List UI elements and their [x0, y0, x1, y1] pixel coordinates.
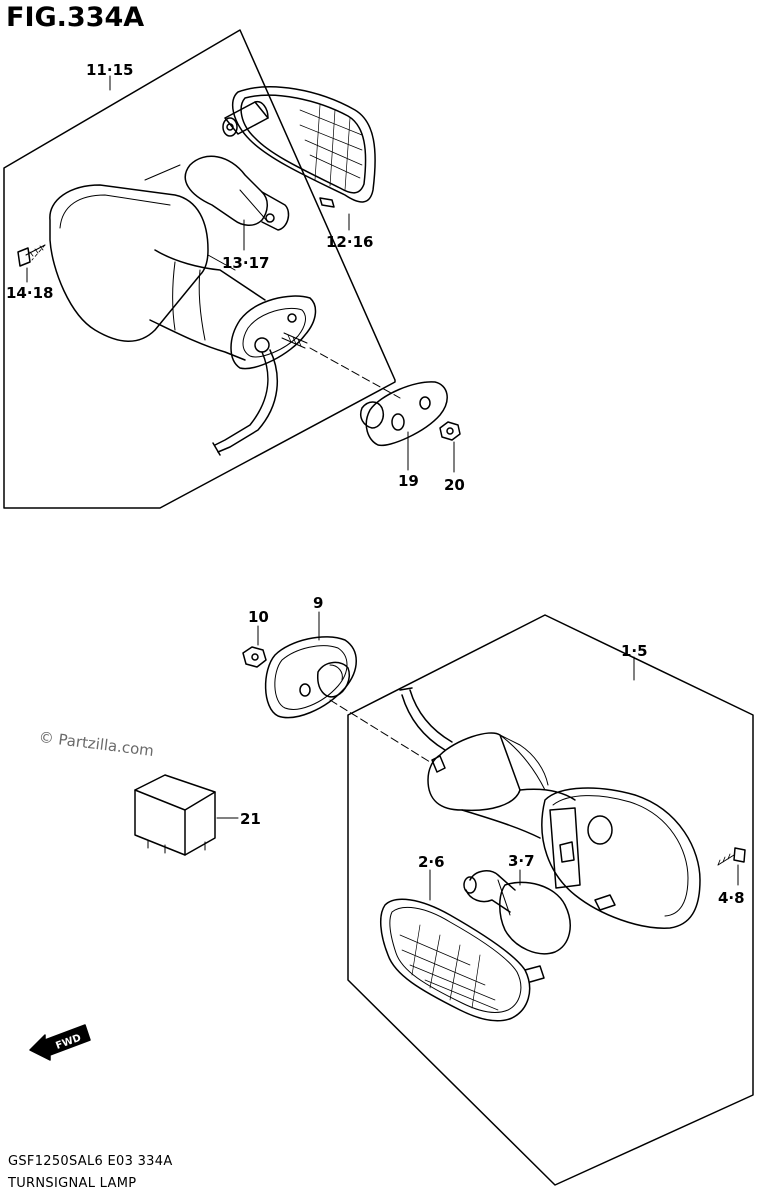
upper-bulb-part — [184, 155, 290, 231]
figure-title: FIG.334A — [6, 2, 145, 33]
callout-10: 10 — [248, 608, 269, 626]
fwd-arrow-icon — [29, 1024, 91, 1061]
callout-13-17: 13·17 — [222, 254, 269, 272]
lower-nut-part — [242, 646, 267, 668]
callout-3-7: 3·7 — [508, 852, 535, 870]
lower-assembly-frame — [347, 614, 754, 1186]
figure-name: TURNSIGNAL LAMP — [8, 1176, 137, 1191]
callout-4-8: 4·8 — [718, 889, 745, 907]
callout-20: 20 — [444, 476, 465, 494]
lower-screw-part — [717, 847, 746, 866]
lower-housing-part — [329, 687, 701, 929]
callout-2-6: 2·6 — [418, 853, 445, 871]
figure-code: GSF1250SAL6 E03 334A — [8, 1154, 173, 1169]
gasket-part — [264, 636, 357, 719]
lower-bulb-part — [463, 870, 571, 955]
callout-14-18: 14·18 — [6, 284, 53, 302]
upper-screw-part — [17, 244, 46, 267]
upper-housing-part — [49, 164, 401, 456]
callout-21: 21 — [240, 810, 261, 828]
callout-11-15: 11·15 — [86, 61, 133, 79]
grommet-part — [360, 381, 448, 447]
callout-19: 19 — [398, 472, 419, 490]
callout-1-5: 1·5 — [621, 642, 648, 660]
lower-lens-part — [380, 898, 545, 1022]
upper-assembly-frame — [3, 29, 396, 509]
callout-12-16: 12·16 — [326, 233, 373, 251]
upper-lens-part — [222, 86, 376, 208]
callout-9: 9 — [313, 594, 323, 612]
nut-part — [439, 421, 461, 441]
relay-part — [134, 774, 216, 856]
